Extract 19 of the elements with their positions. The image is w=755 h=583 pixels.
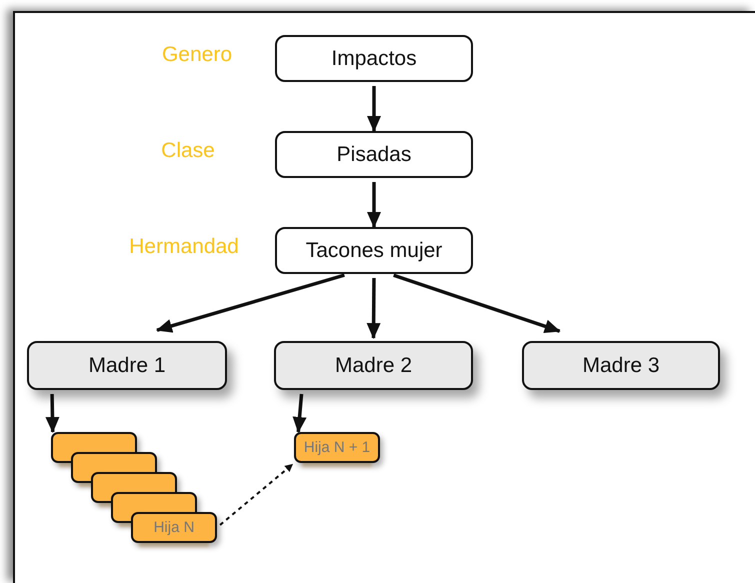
arrow xyxy=(292,394,307,433)
category-box: Pisadas xyxy=(275,131,473,178)
arrow xyxy=(393,274,561,334)
arrow xyxy=(367,182,381,228)
level-label: Genero xyxy=(162,43,232,67)
arrow xyxy=(366,278,381,340)
level-label: Clase xyxy=(161,139,215,163)
child-box: Hija N + 1 xyxy=(294,432,380,463)
arrow xyxy=(45,394,60,433)
parent-box: Madre 3 xyxy=(522,341,720,390)
parent-box: Madre 1 xyxy=(27,341,227,390)
child-box: Hija N xyxy=(131,512,217,543)
category-box: Tacones mujer xyxy=(275,227,473,274)
arrow xyxy=(367,86,381,132)
arrow xyxy=(156,273,345,333)
category-box: Impactos xyxy=(275,35,473,82)
parent-box: Madre 2 xyxy=(274,341,473,390)
level-label: Hermandad xyxy=(129,235,239,259)
dashed-arrow xyxy=(219,464,294,526)
